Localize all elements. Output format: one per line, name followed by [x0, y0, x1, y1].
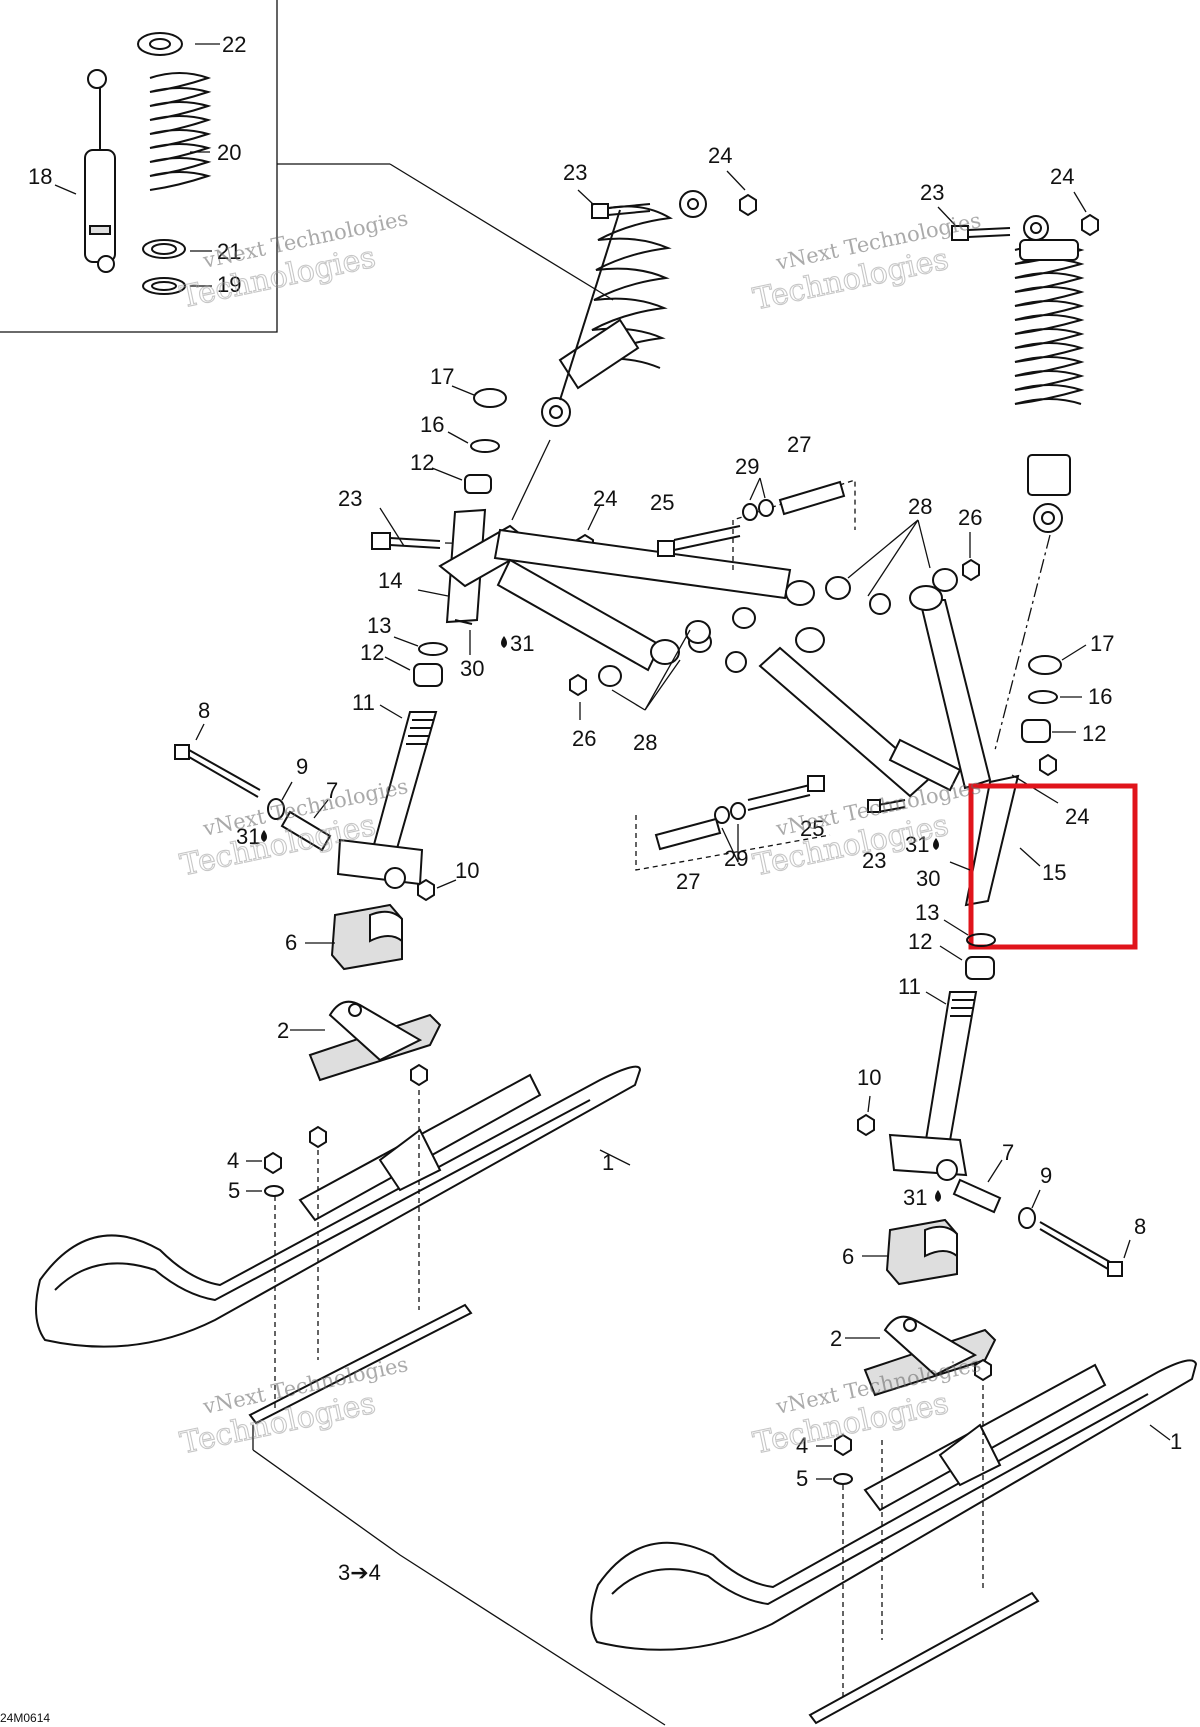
label-24d: 24: [1065, 804, 1089, 829]
label-2b: 2: [830, 1326, 842, 1351]
label-26b: 26: [572, 726, 596, 751]
upper-pivot-hardware: 25 29 27: [650, 432, 846, 557]
label-5a: 5: [228, 1178, 240, 1203]
label-21: 21: [217, 239, 241, 264]
label-12a: 12: [410, 450, 434, 475]
shock-detail-inset: 22 20 18 21 19: [0, 0, 614, 333]
spring-washer-part: [142, 239, 186, 295]
label-24b: 24: [1050, 164, 1074, 189]
label-6a: 6: [285, 930, 297, 955]
label-16a: 16: [420, 412, 444, 437]
label-20: 20: [217, 140, 241, 165]
label-28a: 28: [908, 494, 932, 519]
label-11b: 11: [898, 974, 921, 999]
label-16b: 16: [1088, 684, 1112, 709]
label-9b: 9: [1040, 1163, 1052, 1188]
label-4a: 4: [227, 1148, 239, 1173]
label-8b: 8: [1134, 1214, 1146, 1239]
label-30a: 30: [460, 656, 484, 681]
label-31a: 31: [510, 631, 534, 656]
label-8a: 8: [198, 698, 210, 723]
label-29b: 29: [724, 846, 748, 871]
label-24a: 24: [708, 143, 732, 168]
label-22: 22: [222, 32, 246, 57]
label-4b: 4: [796, 1433, 808, 1458]
label-25b: 25: [800, 816, 824, 841]
right-a-arm-assembly: 28 26 26 28: [569, 479, 992, 871]
right-shock-assembly: 23 24: [920, 164, 1099, 751]
label-31b: 31: [236, 824, 260, 849]
label-13a: 13: [367, 613, 391, 638]
drawing-code: 24M0614: [0, 1711, 50, 1725]
label-15: 15: [1042, 860, 1066, 885]
label-10b: 10: [857, 1065, 881, 1090]
label-29a: 29: [735, 454, 759, 479]
right-spindle-upper: 17 16 12: [1021, 631, 1114, 777]
label-7b: 7: [1002, 1140, 1014, 1165]
ref-3-4-callout: 3➔4: [252, 1425, 666, 1726]
left-shock-assembly: 23 24: [511, 143, 757, 521]
label-13b: 13: [915, 900, 939, 925]
label-14: 14: [378, 568, 402, 593]
label-27a: 27: [787, 432, 811, 457]
label-17b: 17: [1090, 631, 1114, 656]
label-31d: 31: [903, 1185, 927, 1210]
label-28b: 28: [633, 730, 657, 755]
label-23b: 23: [920, 180, 944, 205]
label-23c: 23: [338, 486, 362, 511]
label-24c: 24: [593, 486, 617, 511]
label-3-4: 3➔4: [338, 1560, 381, 1585]
label-12b: 12: [360, 640, 384, 665]
coil-spring-part: [149, 72, 212, 191]
label-26a: 26: [958, 505, 982, 530]
spring-retainer-part: [137, 32, 183, 56]
left-spindle-lower: 10 11 8 9 7 31: [174, 690, 479, 902]
label-17a: 17: [430, 364, 454, 389]
label-18: 18: [28, 164, 52, 189]
label-12c: 12: [1082, 721, 1106, 746]
label-30b: 30: [916, 866, 940, 891]
label-6b: 6: [842, 1244, 854, 1269]
left-a-arm-assembly: 14 13 12 30 31: [360, 508, 815, 687]
highlight-box: [968, 783, 1138, 950]
label-10a: 10: [455, 858, 479, 883]
label-2a: 2: [277, 1018, 289, 1043]
right-spindle-lower: 13 12 11 10 7 31 9 8: [857, 900, 1146, 1277]
label-1b: 1: [1170, 1429, 1182, 1454]
label-23d: 23: [862, 848, 886, 873]
label-5b: 5: [796, 1466, 808, 1491]
highlighted-part-15: 24 15: [964, 774, 1138, 950]
label-9a: 9: [296, 754, 308, 779]
label-1a: 1: [602, 1150, 614, 1175]
label-25a: 25: [650, 490, 674, 515]
lower-pivot-hardware: 27 29 25 23 31 30: [654, 775, 971, 894]
label-12d: 12: [908, 929, 932, 954]
label-7a: 7: [326, 778, 338, 803]
label-27b: 27: [676, 869, 700, 894]
right-ski-assembly: 6 2 4 5 1: [590, 1218, 1198, 1725]
label-11a: 11: [352, 690, 375, 715]
label-19: 19: [217, 272, 241, 297]
left-ski-assembly: 6 2 4 5 1: [35, 903, 642, 1425]
label-31c: 31: [905, 832, 929, 857]
label-23a: 23: [563, 160, 587, 185]
shock-absorber-part: [84, 69, 116, 273]
